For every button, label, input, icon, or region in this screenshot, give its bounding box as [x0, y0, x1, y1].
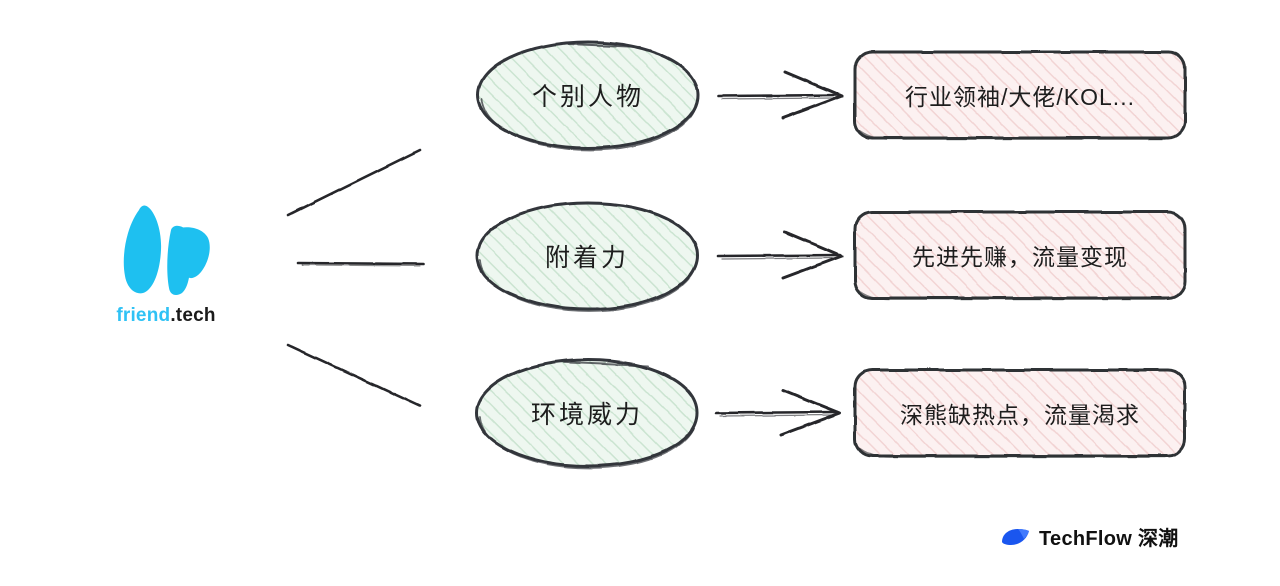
- ellipse-node-row-1[interactable]: [476, 40, 700, 151]
- connector-line-row-2: [296, 261, 426, 267]
- arrow-right-icon-row-2: [716, 230, 844, 280]
- watermark-text: TechFlow 深潮: [1039, 528, 1179, 550]
- connector-line-row-3: [286, 343, 422, 408]
- brand-wordmark: friend.tech: [96, 306, 236, 325]
- arrow-right-icon-row-1: [716, 70, 844, 120]
- watermark: TechFlow 深潮: [1000, 522, 1179, 551]
- friendtech-butterfly-logo-icon: [123, 205, 210, 296]
- ellipse-node-row-2[interactable]: [475, 201, 699, 312]
- box-node-row-2[interactable]: [853, 210, 1187, 300]
- brand-logo: friend.tech: [96, 200, 236, 340]
- techflow-leaf-logo-icon: [1002, 528, 1029, 545]
- connector-line-row-1: [286, 148, 422, 217]
- box-node-row-1[interactable]: [853, 50, 1187, 140]
- connector-lines-group: [286, 148, 426, 408]
- box-node-row-3[interactable]: [853, 368, 1187, 458]
- brand-word-primary: friend: [116, 305, 171, 326]
- ellipse-node-row-3[interactable]: [475, 358, 699, 469]
- brand-word-secondary: .tech: [170, 305, 216, 326]
- arrow-right-icon-row-3: [714, 388, 842, 437]
